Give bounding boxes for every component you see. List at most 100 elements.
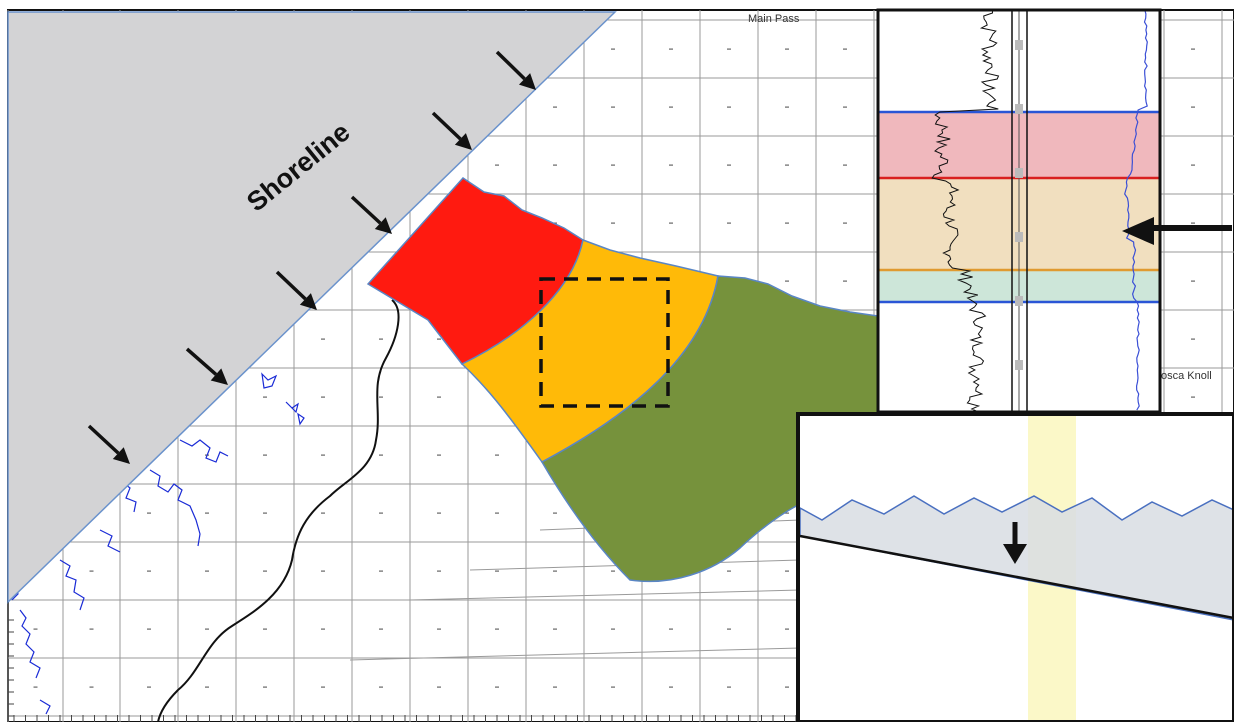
block-marker [379, 454, 383, 456]
block-marker [379, 570, 383, 572]
block-marker [89, 570, 94, 572]
depth-tick [1015, 40, 1023, 50]
block-marker [147, 570, 151, 572]
block-marker [263, 628, 267, 630]
block-marker [669, 48, 673, 50]
block-marker [669, 222, 673, 224]
arrow-icon [518, 73, 536, 90]
block-marker [785, 512, 789, 514]
block-marker [379, 686, 383, 688]
block-marker [33, 686, 38, 688]
block-marker [379, 396, 383, 398]
block-marker [1191, 48, 1195, 50]
block-marker [611, 686, 615, 688]
arrow-shaft [350, 195, 382, 225]
block-marker [553, 106, 557, 108]
block-marker [147, 628, 151, 630]
block-marker [1191, 280, 1195, 282]
viosca-knoll-label: osca Knoll [1161, 370, 1212, 382]
block-marker [321, 628, 325, 630]
block-marker [785, 222, 789, 224]
block-marker [495, 164, 499, 166]
block-marker [147, 512, 151, 514]
block-marker [263, 570, 267, 572]
block-marker [727, 686, 731, 688]
block-marker [843, 164, 847, 166]
block-marker [205, 628, 209, 630]
block-marker [669, 106, 673, 108]
arrow-shaft [87, 424, 120, 455]
block-marker [785, 280, 789, 282]
block-marker [263, 686, 267, 688]
block-marker [669, 686, 673, 688]
block-marker [89, 686, 94, 688]
block-marker [785, 686, 789, 688]
block-marker [611, 222, 615, 224]
block-marker [669, 164, 673, 166]
block-marker [379, 628, 383, 630]
block-marker [785, 628, 789, 630]
depth-tick [1015, 104, 1023, 114]
block-marker [205, 512, 209, 514]
log-arrow-head [1122, 217, 1154, 245]
block-marker [843, 48, 847, 50]
block-marker [147, 686, 151, 688]
block-marker [553, 628, 557, 630]
well-log-inset [876, 8, 1162, 414]
grid-line [349, 647, 801, 661]
block-marker [843, 106, 847, 108]
xsec-base [799, 534, 1234, 620]
arrow-icon [112, 447, 130, 464]
block-marker [553, 686, 557, 688]
block-marker [727, 570, 731, 572]
arrow-shaft [275, 270, 307, 301]
block-marker [205, 570, 209, 572]
block-marker [321, 570, 325, 572]
depth-tick [1015, 296, 1023, 306]
block-marker [437, 512, 441, 514]
block-marker [495, 686, 499, 688]
area-of-interest-box [539, 277, 670, 408]
block-marker [785, 164, 789, 166]
arrow-shaft [185, 347, 218, 376]
grid-line [409, 589, 801, 601]
block-marker [379, 338, 383, 340]
block-marker [263, 396, 267, 398]
arrow-icon [454, 133, 472, 150]
cross-section-inset [796, 412, 1234, 724]
block-marker [205, 686, 209, 688]
depth-tick [1015, 360, 1023, 370]
block-marker [89, 628, 94, 630]
xsec-arrow-head [1003, 544, 1027, 564]
block-marker [785, 48, 789, 50]
block-marker [843, 222, 847, 224]
depth-tick [1015, 232, 1023, 242]
block-marker [727, 106, 731, 108]
depth-ticks [1015, 40, 1023, 370]
gamma-ray-curve [931, 10, 1000, 412]
block-marker [437, 628, 441, 630]
block-marker [553, 164, 557, 166]
arrow-icon [299, 293, 317, 310]
block-marker [1191, 222, 1195, 224]
block-marker [437, 396, 441, 398]
block-marker [321, 396, 325, 398]
block-marker [33, 628, 38, 630]
arrow-shaft [431, 111, 462, 141]
block-marker [611, 48, 615, 50]
block-marker [727, 222, 731, 224]
block-marker [553, 512, 557, 514]
block-marker [1191, 164, 1195, 166]
block-marker [611, 628, 615, 630]
block-marker [263, 454, 267, 456]
arrow-icon [210, 368, 228, 385]
resistivity-curve [1124, 10, 1148, 411]
block-marker [379, 512, 383, 514]
block-marker [1191, 396, 1195, 398]
block-marker [321, 512, 325, 514]
arrow-icon [374, 217, 392, 234]
block-marker [437, 686, 441, 688]
block-marker [611, 106, 615, 108]
